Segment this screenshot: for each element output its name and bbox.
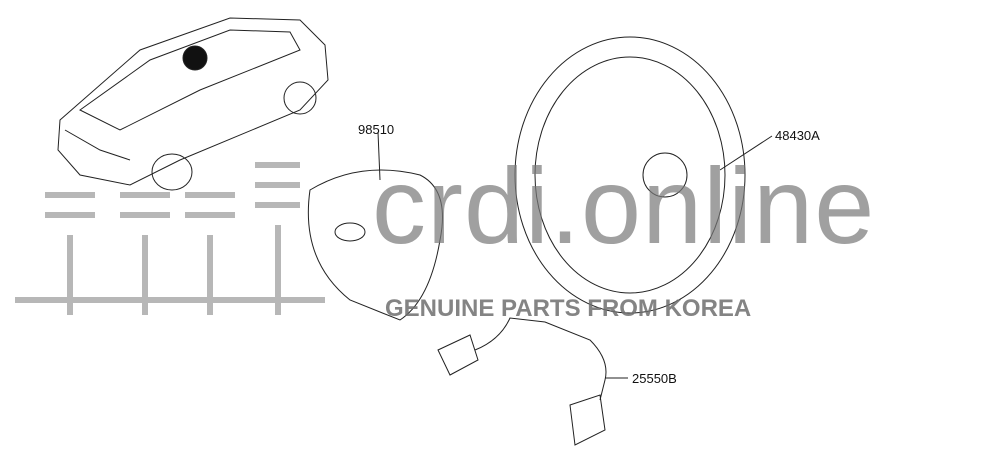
car-illustration	[57, 17, 329, 191]
part-label-steering-wheel[interactable]: 48430A	[775, 128, 820, 143]
watermark-tagline: GENUINE PARTS FROM KOREA	[385, 295, 752, 322]
watermark-brand: crdi.online	[372, 145, 876, 266]
airbag-illustration	[307, 131, 443, 321]
key-logo-watermark	[15, 162, 325, 315]
steering-wheel-illustration	[514, 36, 773, 314]
remote-switch-illustration	[437, 317, 628, 446]
part-label-remote-switch[interactable]: 25550B	[632, 371, 677, 386]
part-label-airbag[interactable]: 98510	[358, 122, 395, 137]
